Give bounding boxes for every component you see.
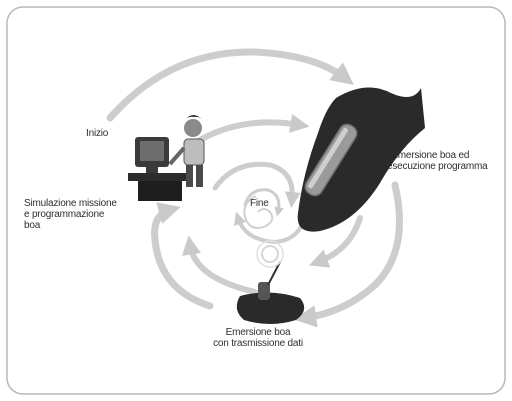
label-simulation-line-3: boa	[24, 220, 164, 231]
label-immersion-execution: Immersione boa ed esecuzione programma	[387, 150, 512, 172]
label-emersion-transmission: Emersione boa con trasmissione dati	[168, 327, 348, 349]
label-emersion-line-1: Emersione boa	[168, 327, 348, 338]
label-end: Fine	[250, 198, 269, 209]
label-simulation-line-2: e programmazione	[24, 209, 164, 220]
label-start: Inizio	[86, 128, 108, 139]
label-immersion-line-2: esecuzione programma	[387, 161, 512, 172]
label-emersion-line-2: con trasmissione dati	[168, 338, 348, 349]
label-immersion-line-1: Immersione boa ed	[387, 150, 512, 161]
label-simulation-line-1: Simulazione missione	[24, 198, 164, 209]
label-simulation-programming: Simulazione missione e programmazione bo…	[24, 198, 164, 231]
